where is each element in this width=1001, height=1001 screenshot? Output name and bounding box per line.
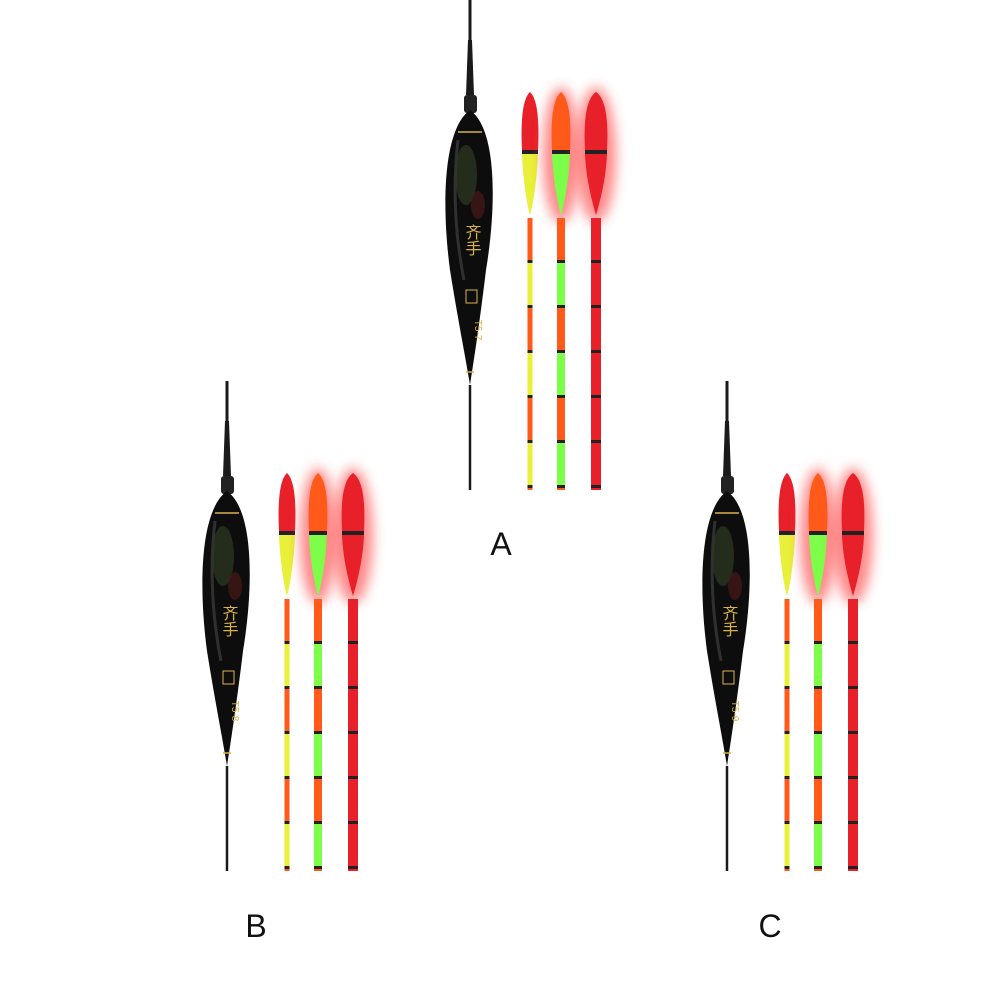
tip-antenna-icon [333,468,373,871]
model-code-text: T5-7 [472,320,483,341]
variant-label-b: B [245,908,267,944]
tip-antenna-icon [300,468,336,871]
tip-antenna-icon [778,473,796,871]
float-set-illustration: 齐手 T5-7 [445,0,616,490]
bobber-float-icon: 齐手 T5-9 [702,381,750,871]
tip-antenna-icon [278,473,296,871]
bobber-float-icon: 齐手 T5-7 [445,0,493,490]
seal-stamp [722,670,735,685]
bobber-float-icon: 齐手 T5-8 [202,381,250,871]
tip-antenna-icon [833,468,873,871]
variant-label-c: C [758,908,782,944]
variant-label-a: A [490,526,512,562]
brand-text: 齐手 [720,605,739,638]
float-set-a: 齐手 T5-7 [418,0,618,500]
tip-antenna-icon [543,87,579,490]
float-set-illustration: 齐手 T5-9 [702,381,873,871]
float-set-illustration: 齐手 T5-8 [202,381,373,871]
float-set-c: 齐手 T5-9 [675,381,875,881]
model-code-text: T5-9 [729,701,740,722]
tip-antenna-icon [800,468,836,871]
float-set-b: 齐手 T5-8 [175,381,375,881]
seal-stamp [465,289,478,304]
tip-antenna-icon [521,92,539,490]
brand-text: 齐手 [463,224,482,257]
seal-stamp [222,670,235,685]
model-code-text: T5-8 [229,701,240,722]
brand-text: 齐手 [220,605,239,638]
tip-antenna-icon [576,87,616,490]
